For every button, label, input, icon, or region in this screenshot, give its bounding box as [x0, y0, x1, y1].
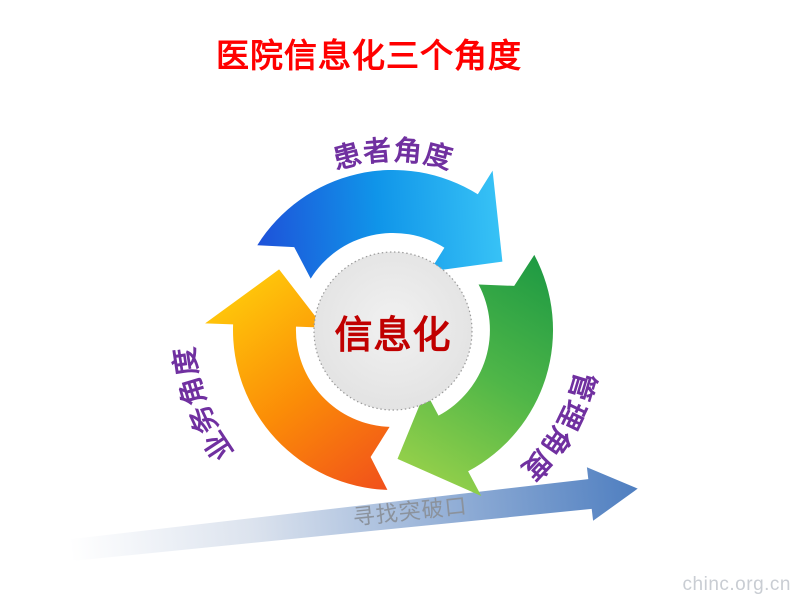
- ring-label-business: 业务角度: [167, 344, 240, 467]
- ring-label-patient: 患者角度: [329, 133, 456, 176]
- cycle-arrow-business: [205, 269, 390, 490]
- center-circle: [313, 251, 473, 411]
- cycle-arrow-management: [397, 254, 554, 496]
- cycle-arrow-patient: [257, 169, 503, 279]
- slide-title: 医院信息化三个角度: [216, 36, 522, 75]
- breakthrough-arrow-shape: [70, 467, 638, 561]
- center-label: 信息化: [334, 313, 451, 357]
- watermark: chinc.org.cn: [683, 574, 791, 595]
- center-node: 信息化: [313, 251, 473, 411]
- cycle-ring: [205, 169, 554, 496]
